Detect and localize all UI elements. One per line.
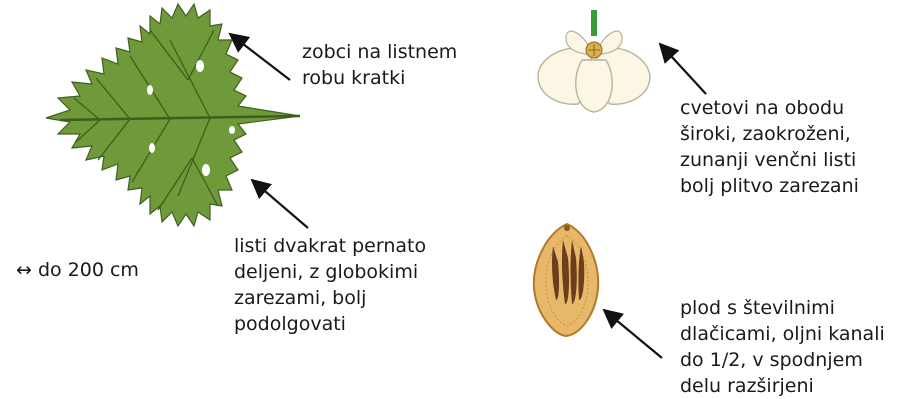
leaf-shape-line-4: podolgovati bbox=[234, 311, 426, 337]
arrow-flowers bbox=[660, 44, 706, 94]
flower-stem bbox=[591, 10, 597, 36]
leaf-shape-line-3: zarezami, bolj bbox=[234, 285, 426, 311]
flowers-line-3: zunanji venčni listi bbox=[680, 147, 859, 173]
leaf-teeth-line-1: zobci na listnem bbox=[302, 39, 457, 65]
arrow-fruit bbox=[604, 310, 662, 358]
fruit-line-4: delu razširjeni bbox=[680, 373, 885, 399]
flowers-line-4: bolj plitvo zarezani bbox=[680, 173, 859, 199]
fruit-line-3: do 1/2, v spodnjem bbox=[680, 347, 885, 373]
flowers-line-1: cvetovi na obodu bbox=[680, 95, 859, 121]
arrow-leaf-teeth bbox=[230, 34, 290, 80]
flower-illustration bbox=[538, 10, 650, 112]
arrow-leaf-shape bbox=[252, 180, 308, 228]
fruit-label: plod s številnimi dlačicami, oljni kanal… bbox=[680, 295, 885, 399]
leaf-shape-line-1: listi dvakrat pernato bbox=[234, 233, 426, 259]
leaf-blade bbox=[46, 4, 300, 226]
fruit-line-1: plod s številnimi bbox=[680, 295, 885, 321]
petal-bottom bbox=[576, 60, 612, 112]
flowers-line-2: široki, zaokroženi, bbox=[680, 121, 859, 147]
leaf-shape-label: listi dvakrat pernato deljeni, z globoki… bbox=[234, 233, 426, 337]
leaf-illustration bbox=[46, 4, 300, 226]
fruit-illustration bbox=[534, 224, 598, 336]
flowers-label: cvetovi na obodu široki, zaokroženi, zun… bbox=[680, 95, 859, 199]
leaf-teeth-label: zobci na listnem robu kratki bbox=[302, 39, 457, 91]
size-label: ↔ do 200 cm bbox=[16, 257, 139, 283]
fruit-line-2: dlačicami, oljni kanali bbox=[680, 321, 885, 347]
size-label-text: ↔ do 200 cm bbox=[16, 257, 139, 283]
leaf-shape-line-2: deljeni, z globokimi bbox=[234, 259, 426, 285]
leaf-teeth-line-2: robu kratki bbox=[302, 65, 457, 91]
